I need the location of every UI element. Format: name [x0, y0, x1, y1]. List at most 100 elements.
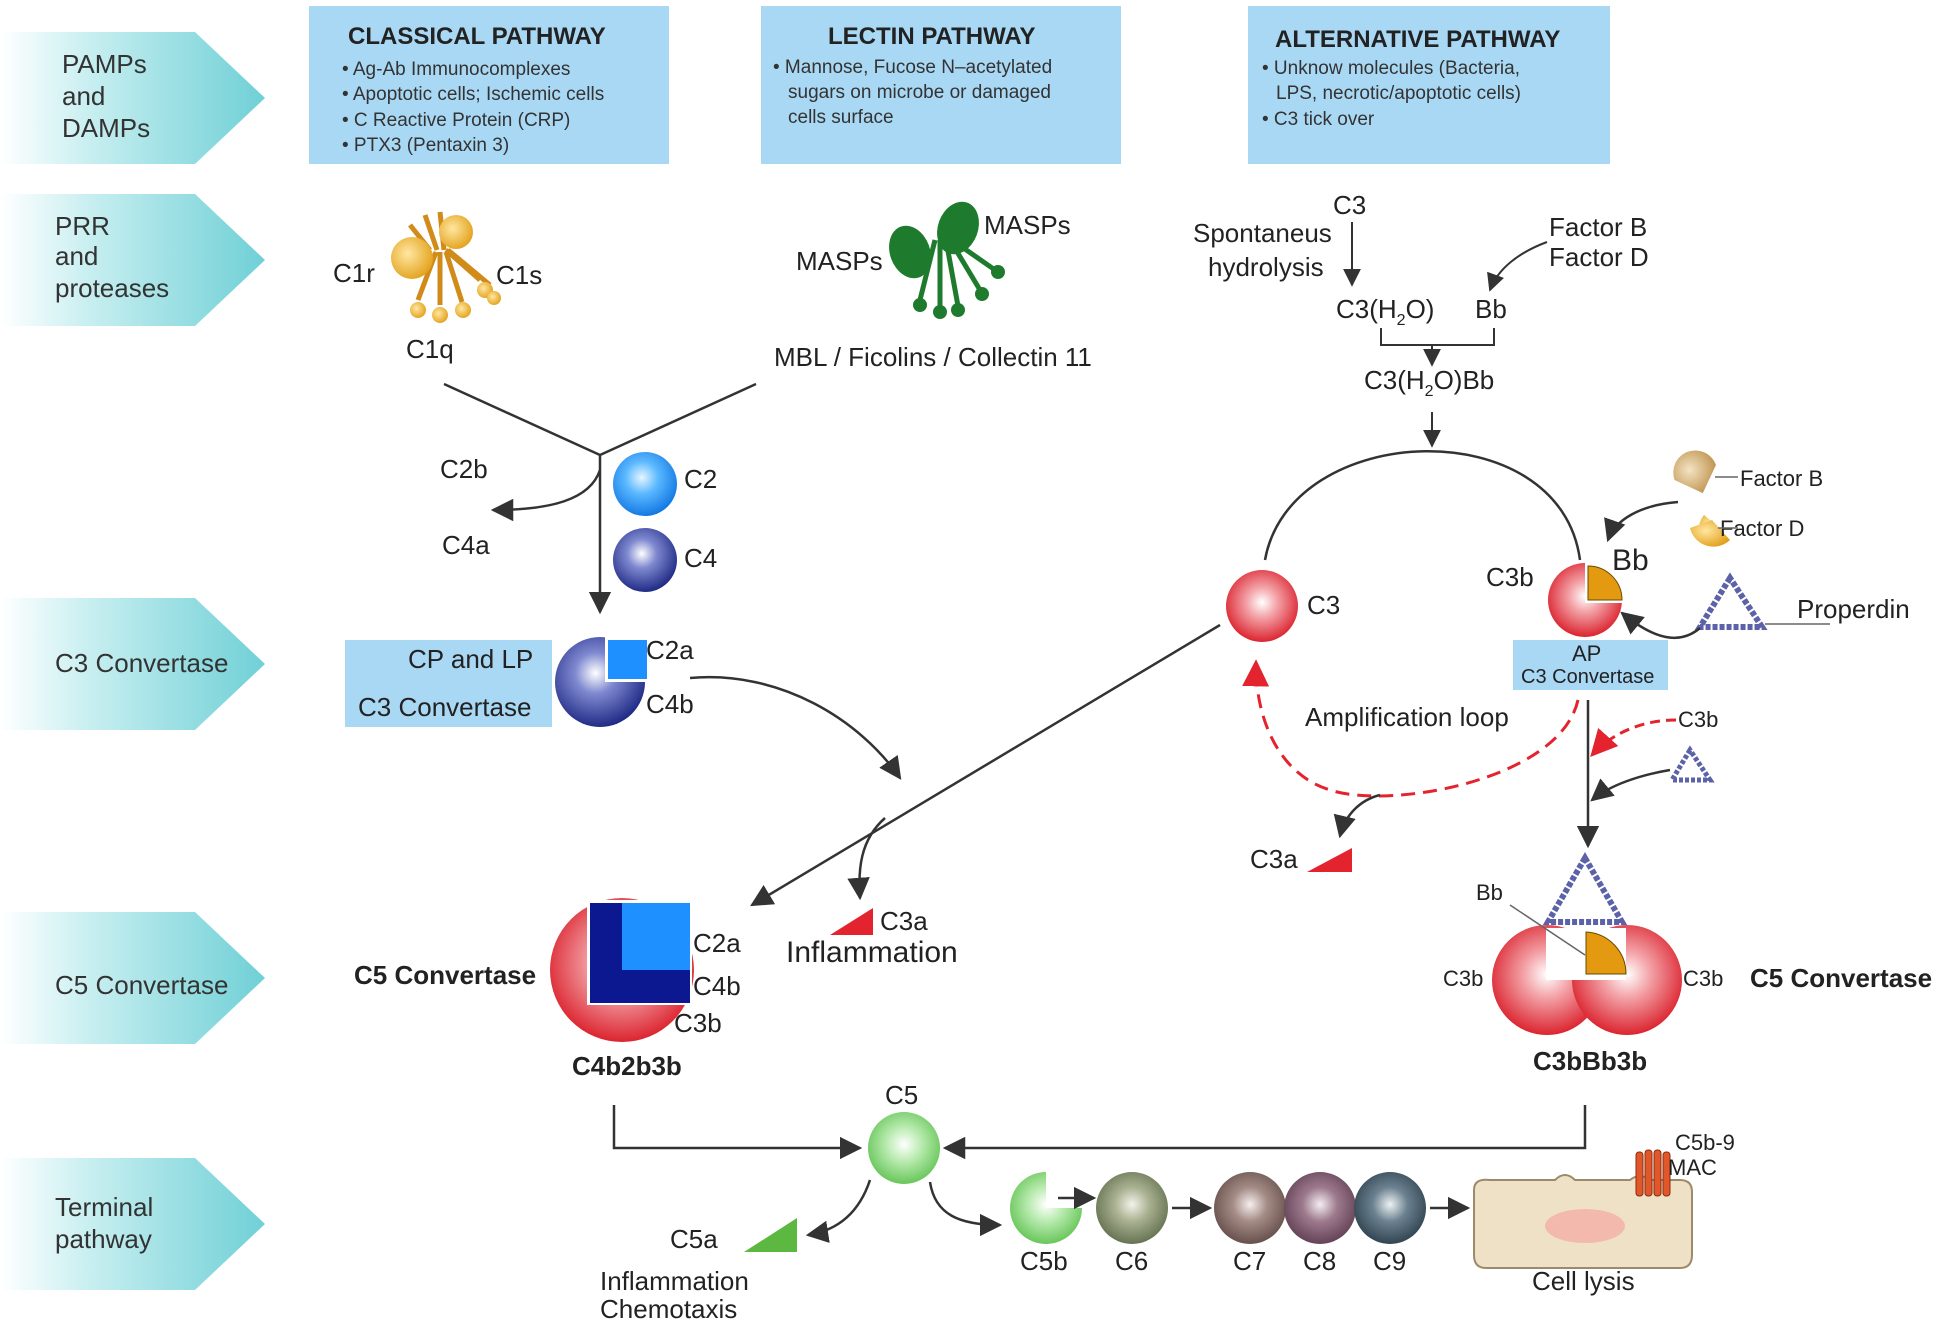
c1q-label: C1q: [406, 334, 454, 364]
c3a-label-cp: C3a: [880, 906, 928, 936]
row-label-prr-1: PRR: [55, 211, 110, 241]
lectin-pathway-title: LECTIN PATHWAY: [828, 23, 1036, 50]
lectin-bullet-2: sugars on microbe or damaged: [788, 82, 1051, 103]
amplification-loop-arc: [1263, 450, 1582, 561]
c5a-triangle-icon: [744, 1218, 797, 1252]
factor-d-icon: [1690, 515, 1730, 547]
svg-text:C3(H2O)Bb: C3(H2O)Bb: [1364, 365, 1494, 400]
alt-c3-label: C3: [1333, 190, 1366, 220]
c3a-loop-arrow: [1333, 793, 1381, 839]
ap-c3-convertase-box: AP C3 Convertase: [1513, 640, 1668, 690]
classical-bullet-1: • Ag-Ab Immunocomplexes: [342, 59, 570, 80]
c4b2b3b-label: C4b2b3b: [572, 1051, 682, 1081]
svg-text:and: and: [55, 241, 98, 271]
factor-d-label: Factor D: [1549, 242, 1649, 272]
row-label-pamps-2: and: [62, 81, 105, 111]
row-label-terminal-1: Terminal: [55, 1192, 153, 1222]
c2b-label: C2b: [440, 454, 488, 484]
c4b-label: C4b: [646, 689, 694, 719]
terminal-chain-arrows: [1058, 1186, 1471, 1220]
c1s-label: C1s: [496, 260, 542, 290]
c6-sphere-icon: [1096, 1172, 1168, 1244]
cp-lp-label-2: C3 Convertase: [358, 692, 531, 722]
factor-b-icon: [1673, 450, 1716, 494]
c4b2b3b-convertase-icon: [550, 898, 694, 1042]
c3a-loop-triangle-icon: [1307, 848, 1352, 872]
alternative-bullet-1: • Unknow molecules (Bacteria,: [1262, 58, 1520, 79]
c1r-label: C1r: [333, 258, 375, 288]
c3b-incoming-arrow: [1590, 718, 1677, 758]
properdin-label: Properdin: [1797, 594, 1910, 624]
row-label-pamps-3: DAMPs: [62, 113, 150, 143]
c5a-inflammation-label: Inflammation: [600, 1266, 749, 1296]
c5-right-c3b-left: C3b: [1443, 966, 1483, 991]
svg-text:PRR: PRR: [55, 211, 110, 241]
amplification-loop-dashed-arrow: [1242, 659, 1580, 798]
ap-c5-convertase-title: C5 Convertase: [1750, 963, 1932, 993]
c7-sphere-icon: [1214, 1172, 1286, 1244]
classical-pathway-title: CLASSICAL PATHWAY: [348, 23, 606, 50]
c3h2o-subscript: 2: [1397, 312, 1406, 329]
cp-lp-label-1: CP and LP: [408, 644, 533, 674]
c5-sphere-icon: [868, 1112, 940, 1184]
c2-label: C2: [684, 464, 717, 494]
c5-right-c3b-right: C3b: [1683, 966, 1723, 991]
c3h2obb-label: C3(H: [1364, 365, 1425, 395]
hydrolysis-label: hydrolysis: [1208, 252, 1324, 282]
bb-ap-wedge-icon: [1587, 565, 1623, 601]
classical-bullet-4: • PTX3 (Pentaxin 3): [342, 135, 509, 156]
c4-label: C4: [684, 543, 717, 573]
row-label-pamps-1: PAMPs: [62, 49, 147, 79]
cell-lysis-icon: [1473, 1149, 1693, 1269]
alternative-bullet-2: LPS, necrotic/apoptotic cells): [1276, 83, 1521, 104]
mac-label: MAC: [1668, 1155, 1717, 1180]
row-label-prr-3: proteases: [55, 273, 169, 303]
mbl-ficolins-label: MBL / Ficolins / Collectin 11: [774, 342, 1092, 372]
row-chevron-terminal: Terminal pathway: [0, 1158, 265, 1290]
svg-text:proteases: proteases: [55, 273, 169, 303]
c5-feed-arrows: [612, 1105, 1587, 1243]
c2-sphere-icon: [613, 452, 677, 516]
ap-label-1: AP: [1572, 641, 1601, 666]
c5-left-c2a: C2a: [693, 928, 741, 958]
amplification-loop-label: Amplification loop: [1305, 702, 1509, 732]
c3b-ap-label: C3b: [1486, 562, 1534, 592]
svg-text:DAMPs: DAMPs: [62, 113, 150, 143]
properdin-small-icon: [1667, 745, 1715, 783]
lectin-pathway-box: LECTIN PATHWAY • Mannose, Fucose N–acety…: [761, 6, 1121, 164]
c3a-loop-label: C3a: [1250, 844, 1298, 874]
alternative-pathway-title: ALTERNATIVE PATHWAY: [1275, 26, 1560, 53]
factor-b2-label: Factor B: [1740, 466, 1823, 491]
c3-loop-label: C3: [1307, 590, 1340, 620]
c5-label: C5: [885, 1080, 918, 1110]
factor-to-ap-arrow: [1604, 500, 1679, 543]
cp-lp-convergence-lines: [443, 382, 757, 615]
svg-text:C3(H2O): C3(H2O): [1336, 294, 1434, 329]
cp-convertase-arrows: [689, 623, 1221, 907]
c5-left-c3b: C3b: [674, 1008, 722, 1038]
properdin-icon: [1694, 572, 1768, 630]
c3h2obb-label-end: O)Bb: [1434, 365, 1495, 395]
c8-sphere-icon: [1284, 1172, 1356, 1244]
bb-ap-label: Bb: [1612, 544, 1649, 577]
classical-pathway-box: CLASSICAL PATHWAY • Ag-Ab Immunocomplexe…: [309, 6, 669, 164]
factor-b-label: Factor B: [1549, 212, 1647, 242]
c1-complex-icon: [391, 211, 501, 323]
lectin-bullet-3: cells surface: [788, 107, 894, 128]
c5b-label: C5b: [1020, 1246, 1068, 1276]
masps-right-label: MASPs: [984, 210, 1071, 240]
c5a-label: C5a: [670, 1224, 718, 1254]
cp-c5-convertase-title: C5 Convertase: [354, 960, 536, 990]
c5-left-c4b: C4b: [693, 971, 741, 1001]
classical-bullet-2: • Apoptotic cells; Ischemic cells: [342, 84, 604, 105]
c5-right-bb: Bb: [1476, 880, 1503, 905]
properdin-arrow: [1620, 611, 1701, 640]
cell-lysis-label: Cell lysis: [1532, 1266, 1635, 1296]
c4-sphere-icon: [613, 528, 677, 592]
c3a-triangle-icon: [830, 908, 873, 935]
c4b2a-convertase-icon: [555, 637, 650, 727]
row-chevron-prr: PRR and proteases: [0, 194, 265, 326]
spontaneus-label: Spontaneus: [1193, 218, 1332, 248]
